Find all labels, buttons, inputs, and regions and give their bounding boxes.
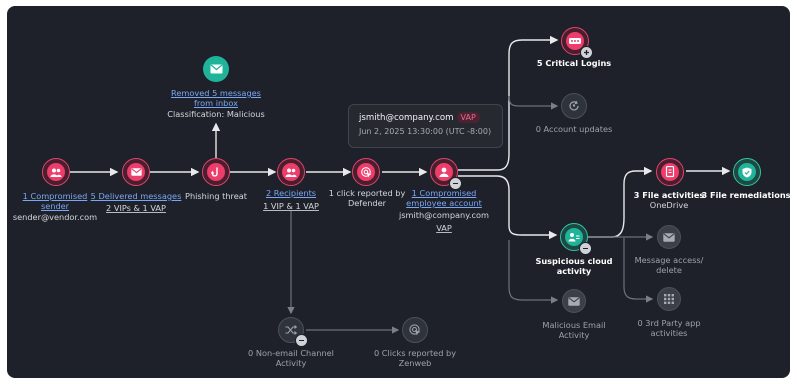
compromised-sender-label-1[interactable]: 1 Compromised [22,191,88,201]
removed-messages-node[interactable] [203,56,229,82]
phishing-threat-node[interactable] [202,158,230,186]
suspicious-cloud-label-1: Suspicious cloud [535,256,613,266]
phishing-hook-icon [211,167,218,177]
compromised-sender-node[interactable] [42,158,70,186]
file-remediations-label: 3 File remediations [701,190,791,200]
malicious-email-node[interactable] [562,289,586,313]
mail-icon [663,232,675,242]
classification-value: Malicious [226,109,265,119]
zenweb-clicks-node[interactable] [402,317,428,343]
file-activities-label-1: 3 File activities [633,190,705,200]
delivered-messages-sub[interactable]: 2 VIPs & 1 VAP [106,203,166,213]
zenweb-clicks-label-1: 0 Clicks reported by [373,348,457,358]
delivered-messages-node[interactable] [122,158,150,186]
attack-flow-canvas [7,6,790,378]
third-party-label-1: 0 3rd Party app [637,318,701,328]
account-updates-node[interactable] [561,93,587,119]
users-icon [50,168,62,177]
compromised-employee-label-2[interactable]: employee account [406,198,482,208]
third-party-node[interactable] [657,287,681,311]
third-party-label-2: activities [650,328,688,338]
file-remediations-node[interactable] [733,158,761,186]
malicious-email-label-2: Activity [558,330,590,340]
compromised-employee-email: jsmith@company.com [398,210,490,220]
zenweb-clicks-label-2: Zenweb [398,358,432,368]
message-access-label-2: delete [656,265,682,275]
recipients-sub[interactable]: 1 VIP & 1 VAP [263,201,319,211]
suspicious-cloud-label-2: activity [556,266,592,276]
compromised-employee-tag[interactable]: VAP [436,223,452,233]
defender-report-label-1: 1 click reported by [328,188,406,198]
suspicious-cloud-node[interactable] [560,223,592,255]
compromised-employee-label-1[interactable]: 1 Compromised [411,188,477,198]
expand-badge-icon[interactable] [580,46,593,59]
target-click-icon [360,166,371,177]
removed-messages-label-2[interactable]: from inbox [194,98,238,108]
account-sync-icon [569,100,579,111]
apps-grid-icon [664,294,674,304]
collapse-badge-icon[interactable] [449,177,462,190]
mail-icon [130,168,142,176]
compromised-sender-email: sender@vendor.com [12,212,98,222]
cloud-user-icon [568,233,580,242]
mail-icon [568,296,580,306]
file-activities-label-2: OneDrive [649,200,689,210]
recipients-node[interactable] [277,158,305,186]
tooltip-date: Jun 2, 2025 13:30:00 (UTC -8:00) [359,127,492,136]
removed-messages-label-1[interactable]: Removed 5 messages [171,88,261,98]
classification-prefix: Classification: [167,109,225,119]
defender-report-label-2: Defender [347,198,387,208]
recipients-label[interactable]: 2 Recipients [265,188,317,198]
collapse-badge-icon[interactable] [295,334,308,347]
non-email-channel-node[interactable] [278,317,308,347]
classification-text: Classification: Malicious [167,109,264,119]
message-access-node[interactable] [657,225,681,249]
message-access-label-1: Message access/ [634,255,704,265]
compromised-sender-label-2[interactable]: sender [40,201,70,211]
malicious-email-label-1: Malicious Email [542,320,606,330]
critical-logins-node[interactable] [561,27,593,59]
defender-report-node[interactable] [352,158,380,186]
non-email-channel-label-1: 0 Non-email Channel [248,348,334,358]
account-updates-label: 0 Account updates [535,124,613,134]
tooltip-email: jsmith@company.com [359,113,454,123]
shield-check-icon [742,167,752,177]
mail-icon [210,64,222,74]
shuffle-icon [285,325,297,335]
file-icon [665,166,675,178]
file-activities-node[interactable] [656,158,684,186]
phishing-threat-label: Phishing threat [185,191,247,201]
delivered-messages-label[interactable]: 5 Delivered messages [90,191,182,201]
user-icon [439,167,449,177]
collapse-badge-icon[interactable] [579,242,592,255]
users-icon [285,168,297,177]
password-dots-icon [569,38,581,44]
critical-logins-label: 5 Critical Logins [536,58,612,68]
target-click-icon [409,324,421,336]
vap-badge: VAP [456,112,480,123]
compromised-employee-node[interactable] [430,158,462,190]
non-email-channel-label-2: Activity [275,358,307,368]
